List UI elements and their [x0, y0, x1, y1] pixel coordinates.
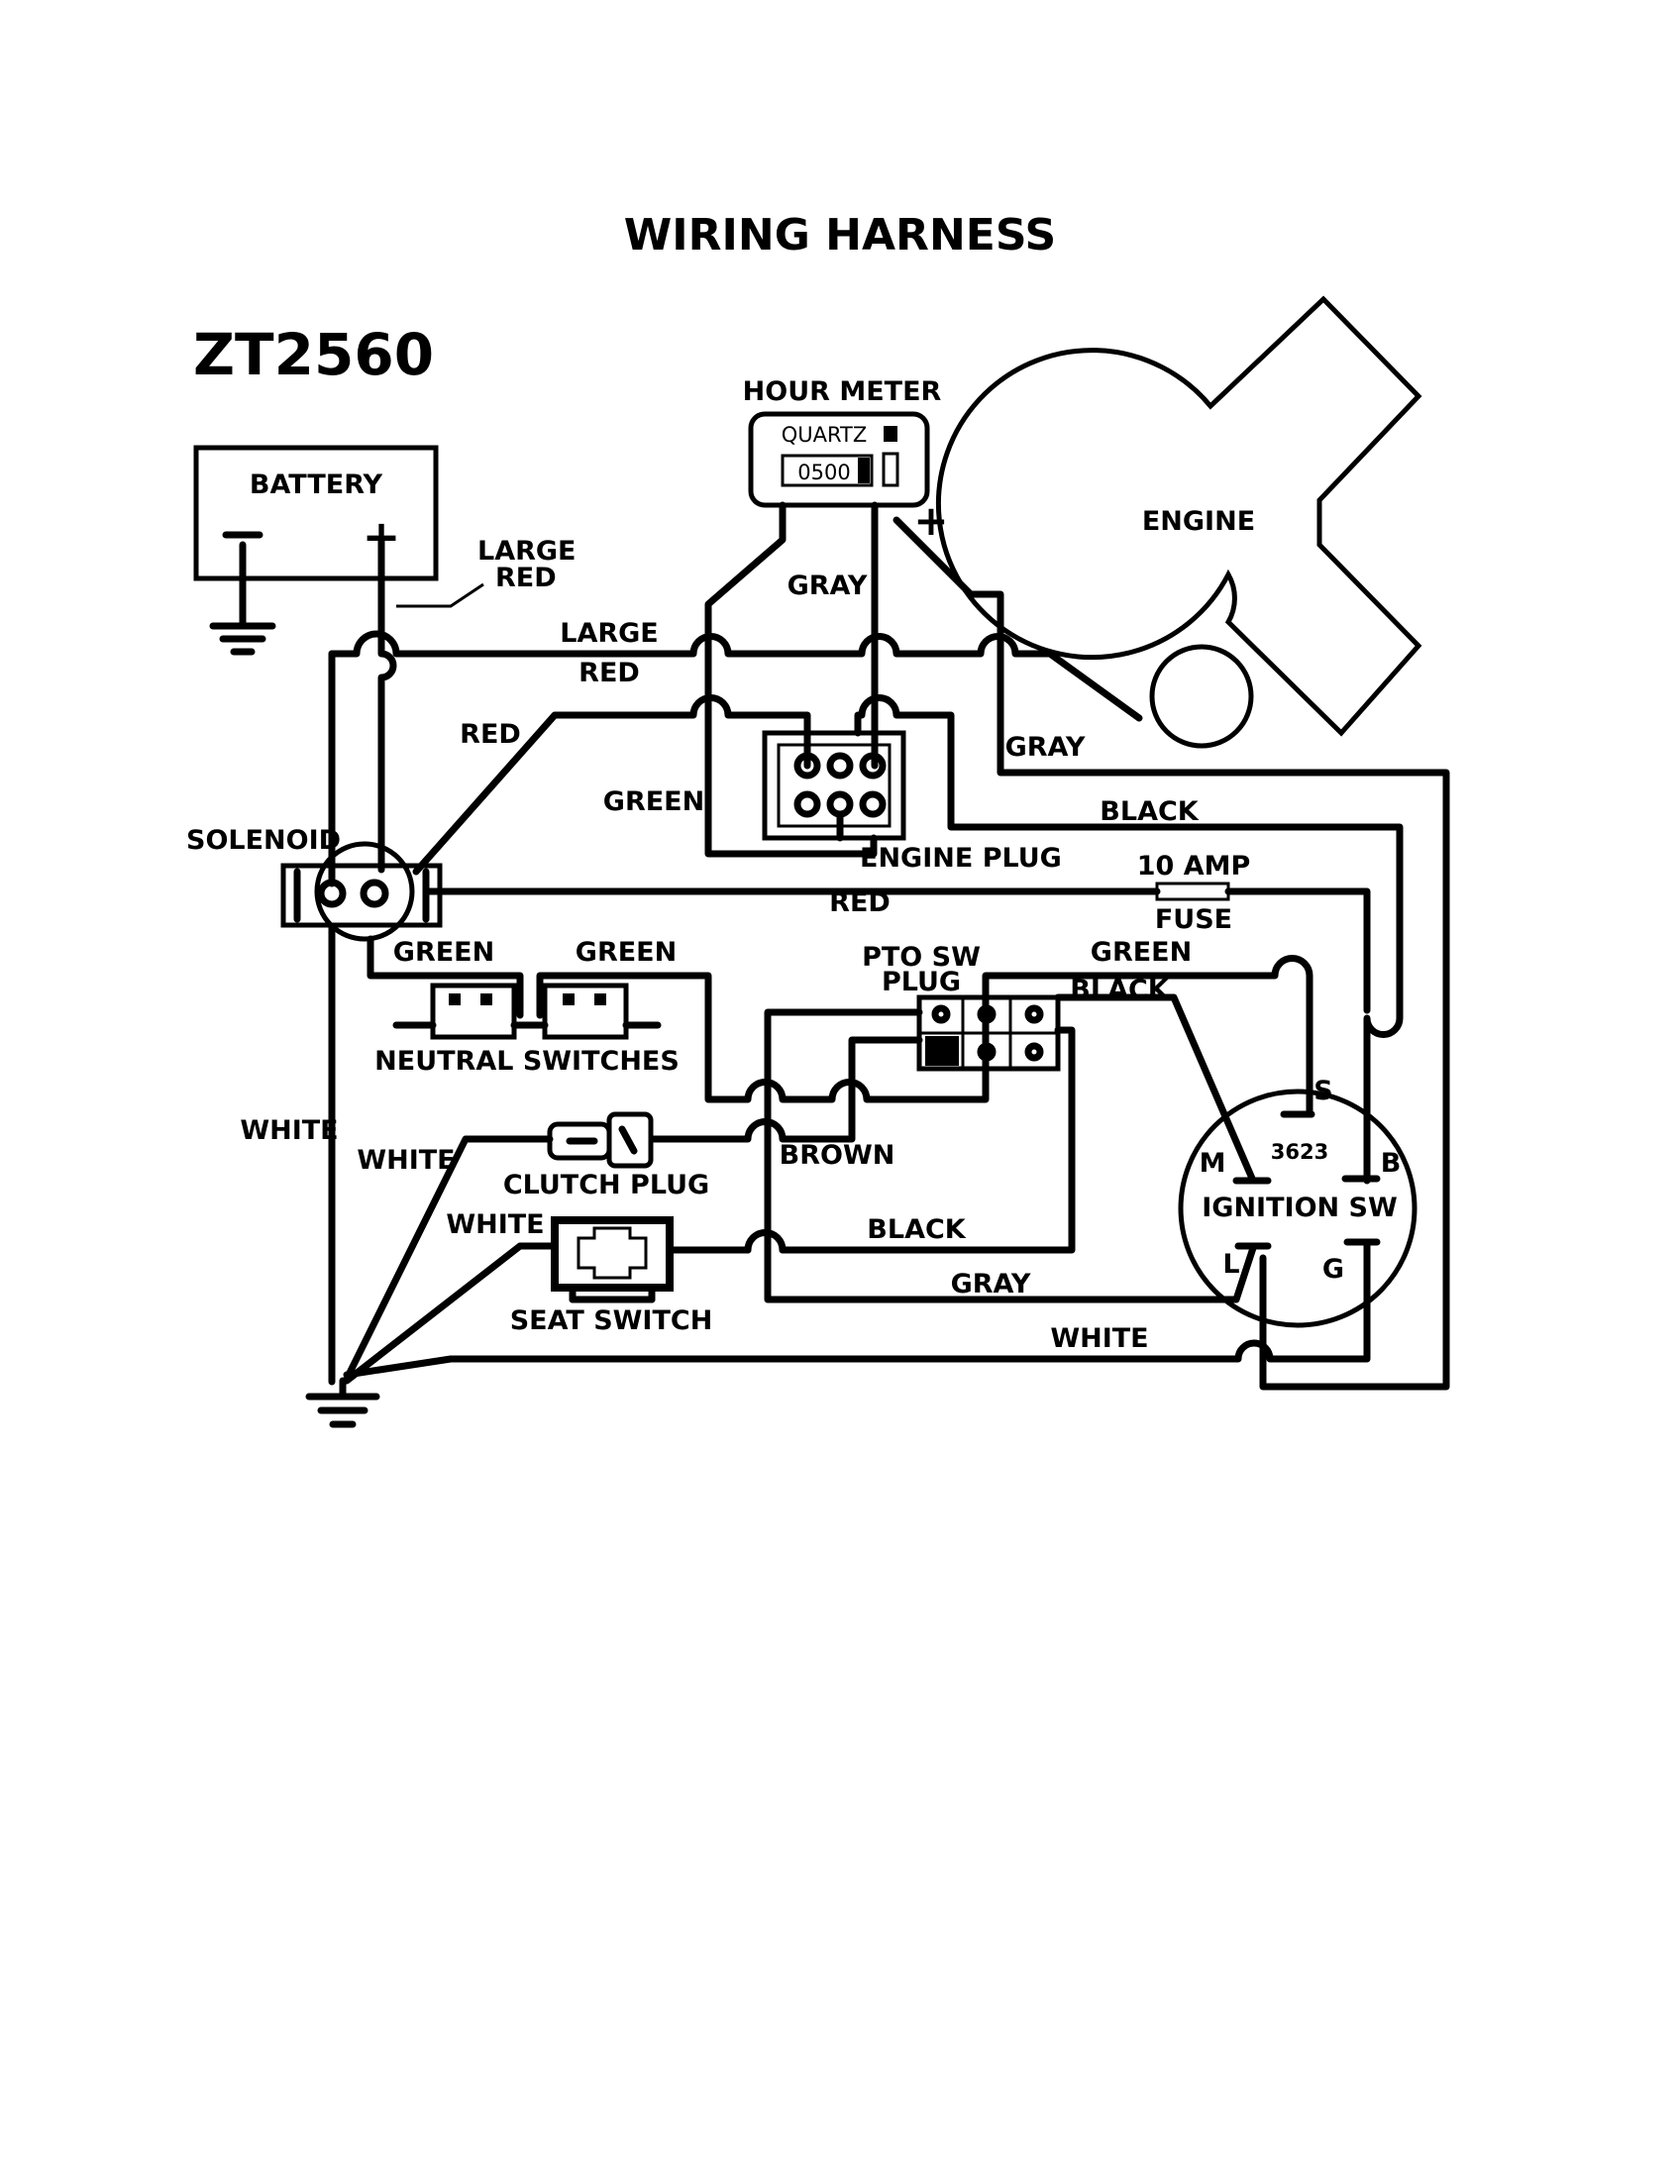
hour-meter-body [748, 411, 930, 508]
wire-red-solenoid-engine-plug [412, 694, 811, 876]
engine: ENGINE [935, 295, 1422, 749]
wire-label-gray-1: GRAY [788, 571, 868, 601]
fuse-rating: 10 AMP [1137, 851, 1251, 882]
wire-label-green-3: GREEN [576, 937, 677, 968]
ignition-terminal-l: L [1222, 1249, 1239, 1280]
fuse: 10 AMP FUSE [1137, 851, 1251, 935]
wire-green-neutral [367, 935, 1313, 1118]
solenoid-label: SOLENOID [186, 825, 341, 856]
battery: BATTERY + [193, 445, 439, 656]
battery-label: BATTERY [250, 469, 383, 500]
wire-label-black-3: BLACK [867, 1214, 966, 1245]
hour-meter-display [781, 454, 874, 487]
solenoid-body [280, 863, 443, 928]
clutch-plug-label: CLUTCH PLUG [503, 1170, 709, 1200]
wire-large-red-battery [377, 536, 397, 874]
wire-label-white-3: WHITE [446, 1209, 544, 1240]
neutral-switch-right [542, 983, 629, 1040]
wire-white-clutch-ground [343, 1135, 554, 1383]
wire-black-engine-plug [854, 694, 1404, 1185]
hour-meter-label: HOUR METER [743, 376, 942, 407]
engine-plug-body [762, 730, 906, 841]
ignition-terminal-g: G [1322, 1254, 1344, 1285]
engine-plug-label: ENGINE PLUG [860, 843, 1062, 874]
ignition-part-number: 3623 [1271, 1140, 1328, 1164]
neutral-switch-left [430, 983, 517, 1040]
wire-white-ignition-ground [343, 1238, 1371, 1379]
solenoid: SOLENOID [186, 825, 443, 942]
solenoid-terminal-right [360, 879, 389, 908]
wire-label-large-red-1a: LARGE [477, 536, 577, 567]
battery-box [193, 445, 439, 581]
pto-switch-plug: PTO SW PLUG [862, 942, 1061, 1072]
seat-switch: SEAT SWITCH [510, 1216, 713, 1336]
engine-plug: ENGINE PLUG [762, 730, 1062, 874]
wire-label-large-red-1b: RED [495, 563, 557, 593]
seat-switch-label: SEAT SWITCH [510, 1305, 713, 1336]
wire-label-brown: BROWN [780, 1140, 895, 1171]
solenoid-housing [314, 841, 415, 942]
wire-brown [650, 1036, 923, 1143]
wire-gray-bottom [764, 1008, 1257, 1303]
hour-meter: HOUR METER QUARTZ 0500 + [743, 376, 949, 545]
diagram-title: WIRING HARNESS [624, 210, 1056, 260]
ignition-switch: S 3623 M B IGNITION SW L G [1178, 1076, 1418, 1328]
wire-label-large-red-2a: LARGE [560, 618, 659, 649]
wire-white-seat-ground [343, 1242, 559, 1385]
wire-label-gray-3: GRAY [951, 1269, 1031, 1300]
leader-line-large-red [396, 582, 484, 608]
wire-gray-engine [892, 516, 1450, 1391]
wire-label-gray-2: GRAY [1005, 732, 1086, 763]
wire-black-pto-ignition [1054, 993, 1257, 1185]
hour-meter-brand: QUARTZ [782, 423, 868, 447]
ignition-terminal-b: B [1381, 1148, 1402, 1179]
wire-label-green-4: GREEN [1091, 937, 1192, 968]
wire-label-green-1: GREEN [603, 786, 704, 817]
wire-label-black-2: BLACK [1070, 975, 1169, 1005]
wire-label-red-1: RED [460, 719, 521, 750]
model-number: ZT2560 [193, 321, 434, 388]
wire-label-black-1: BLACK [1100, 796, 1199, 827]
neutral-switches: NEUTRAL SWITCHES [374, 983, 680, 1077]
wire-red-fuse [422, 887, 1371, 1014]
ignition-switch-label: IGNITION SW [1202, 1193, 1398, 1223]
ignition-terminal-s: S [1313, 1076, 1332, 1106]
ground-icon-chassis [305, 1377, 380, 1428]
wire-black-seat-switch [666, 1026, 1076, 1254]
wire-gray-hour-meter-left [704, 501, 878, 858]
neutral-switches-label: NEUTRAL SWITCHES [374, 1046, 680, 1077]
fuse-label: FUSE [1155, 904, 1232, 935]
wire-label-large-red-2b: RED [578, 658, 640, 688]
wire-label-red-2: RED [829, 887, 891, 918]
ignition-terminal-m: M [1200, 1148, 1226, 1179]
engine-outline [935, 295, 1422, 737]
wire-label-green-2: GREEN [393, 937, 494, 968]
wire-large-red-main [328, 630, 1143, 722]
clutch-plug: CLUTCH PLUG [503, 1111, 709, 1200]
engine-pulley [1149, 644, 1254, 749]
pto-plug-label-line1: PTO SW [862, 942, 981, 973]
hour-meter-reading: 0500 [797, 461, 850, 484]
pto-plug-label-line2: PLUG [882, 967, 961, 997]
ignition-switch-body [1178, 1089, 1418, 1328]
wire-label-white-2: WHITE [357, 1145, 455, 1176]
wire-label-white-4: WHITE [1050, 1323, 1148, 1354]
fuse-body [1155, 882, 1230, 901]
seat-switch-body [551, 1216, 674, 1292]
engine-label: ENGINE [1142, 506, 1255, 537]
wire-label-white-1: WHITE [240, 1115, 338, 1146]
